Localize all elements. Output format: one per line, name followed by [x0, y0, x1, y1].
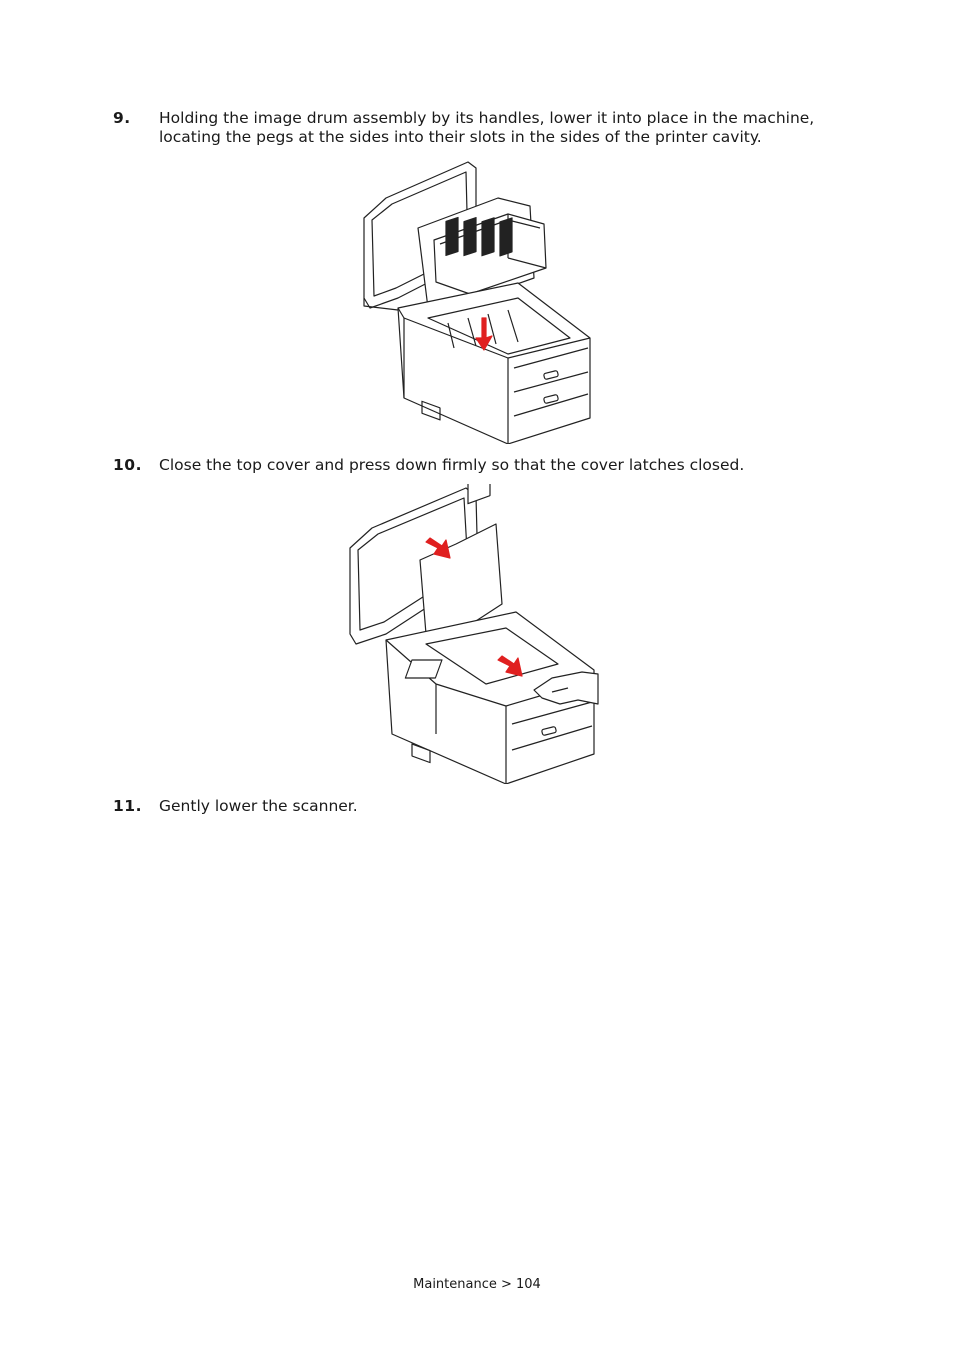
press-direction-arrow-icon [497, 655, 523, 677]
image-drum-assembly [433, 213, 547, 295]
step-10: 10. Close the top cover and press down f… [113, 456, 853, 475]
page-footer: Maintenance > 104 [413, 1277, 541, 1292]
step-number: 10. [113, 456, 142, 474]
step-number: 11. [113, 797, 142, 815]
step-text: Gently lower the scanner. [159, 797, 358, 815]
close-direction-arrow-icon [425, 537, 451, 559]
step-9: 9. Holding the image drum assembly by it… [113, 109, 853, 147]
image-drum-illustration [358, 158, 594, 444]
step-11: 11. Gently lower the scanner. [113, 797, 853, 816]
step-number: 9. [113, 109, 131, 127]
insert-direction-arrow-icon [475, 317, 493, 351]
step-text: Close the top cover and press down firml… [159, 456, 745, 474]
close-top-cover-illustration [346, 484, 600, 784]
hand-icon [533, 671, 599, 705]
step-text: Holding the image drum assembly by its h… [159, 109, 815, 146]
